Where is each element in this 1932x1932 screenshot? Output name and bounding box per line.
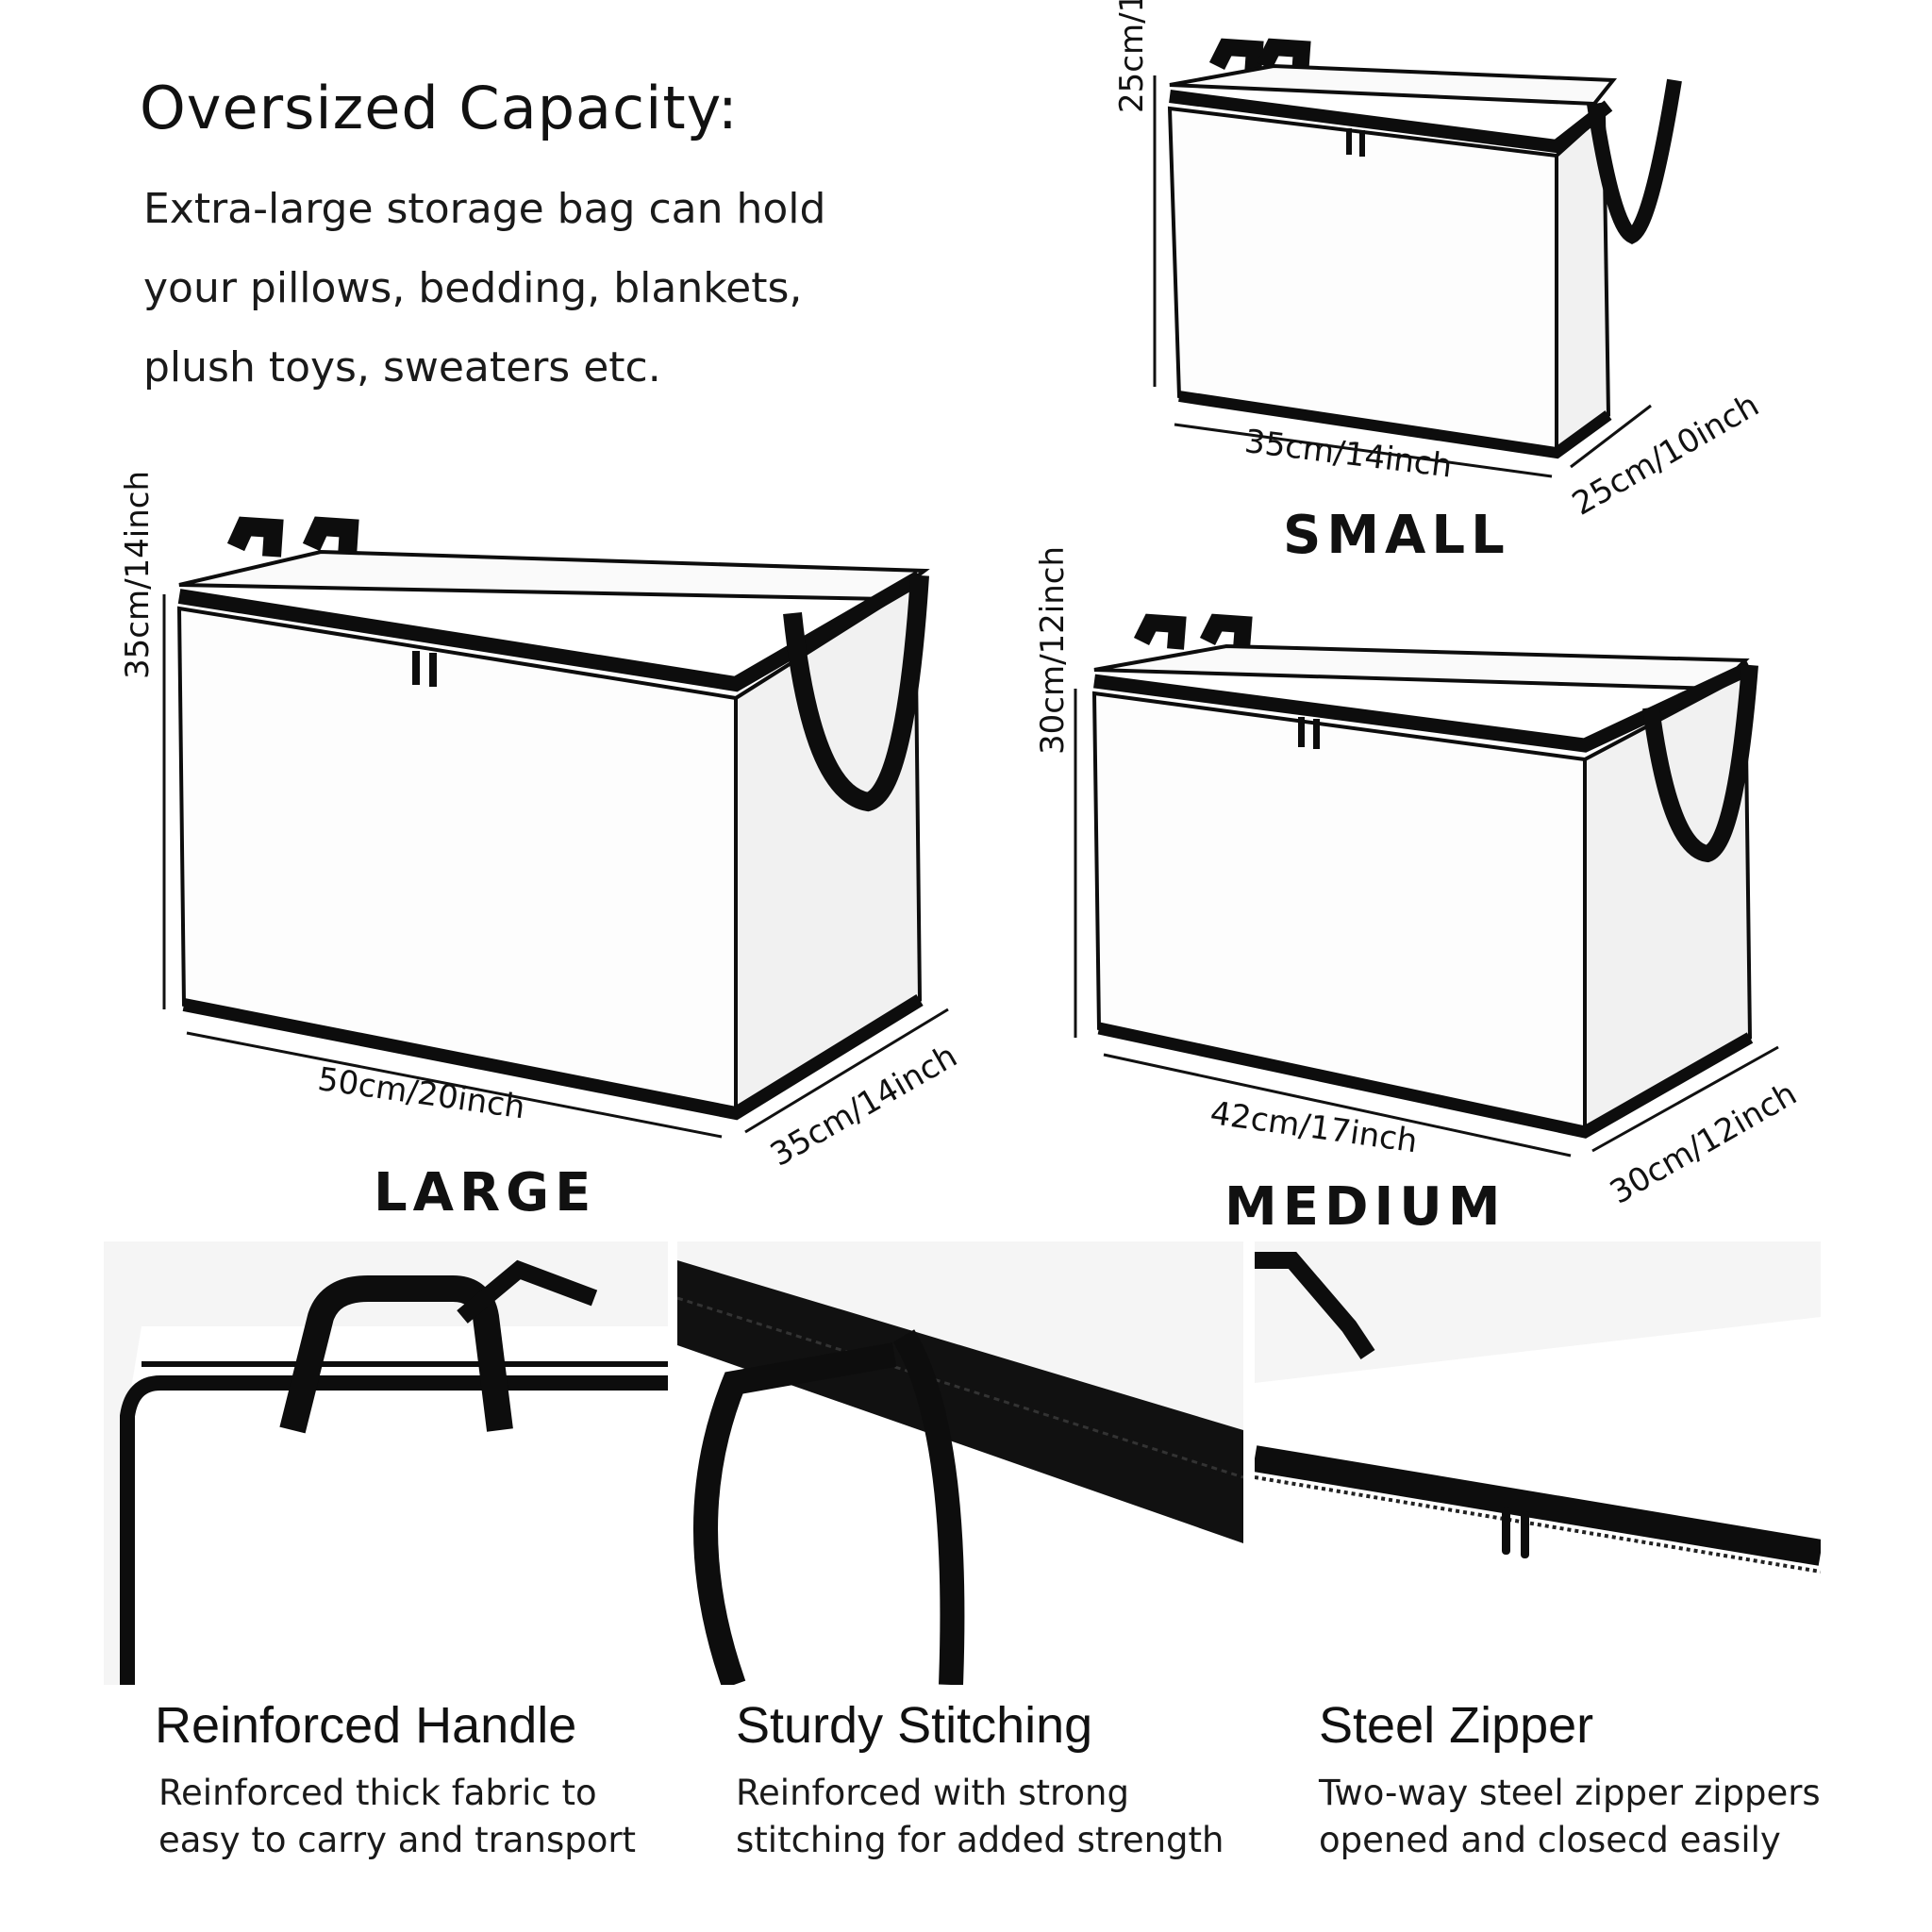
feature-title-zipper: Steel Zipper xyxy=(1319,1697,1594,1754)
zipper-detail-image xyxy=(1255,1241,1821,1685)
feature-title-handle: Reinforced Handle xyxy=(155,1697,577,1754)
large-height-label: 35cm/14inch xyxy=(119,470,157,679)
medium-height-label: 30cm/12inch xyxy=(1034,545,1072,755)
handle-detail-image xyxy=(104,1241,668,1685)
stitching-detail-image xyxy=(677,1241,1243,1685)
large-size-label: LARGE xyxy=(374,1162,597,1224)
page-title: Oversized Capacity: xyxy=(140,74,739,142)
small-bag-image xyxy=(1153,38,1682,478)
small-size-label: SMALL xyxy=(1283,505,1510,566)
medium-bag-image xyxy=(1074,613,1779,1158)
medium-size-label: MEDIUM xyxy=(1224,1176,1507,1238)
feature-title-stitching: Sturdy Stitching xyxy=(736,1697,1093,1754)
feature-desc-zipper: Two-way steel zipper zippers opened and … xyxy=(1319,1773,1821,1860)
feature-desc-stitching: Reinforced with strong stitching for add… xyxy=(736,1773,1224,1860)
feature-desc-handle: Reinforced thick fabric to easy to carry… xyxy=(158,1773,637,1860)
page-description: Extra-large storage bag can hold your pi… xyxy=(143,185,826,391)
large-bag-image xyxy=(162,516,949,1139)
small-height-label: 25cm/10inch xyxy=(1113,0,1151,113)
